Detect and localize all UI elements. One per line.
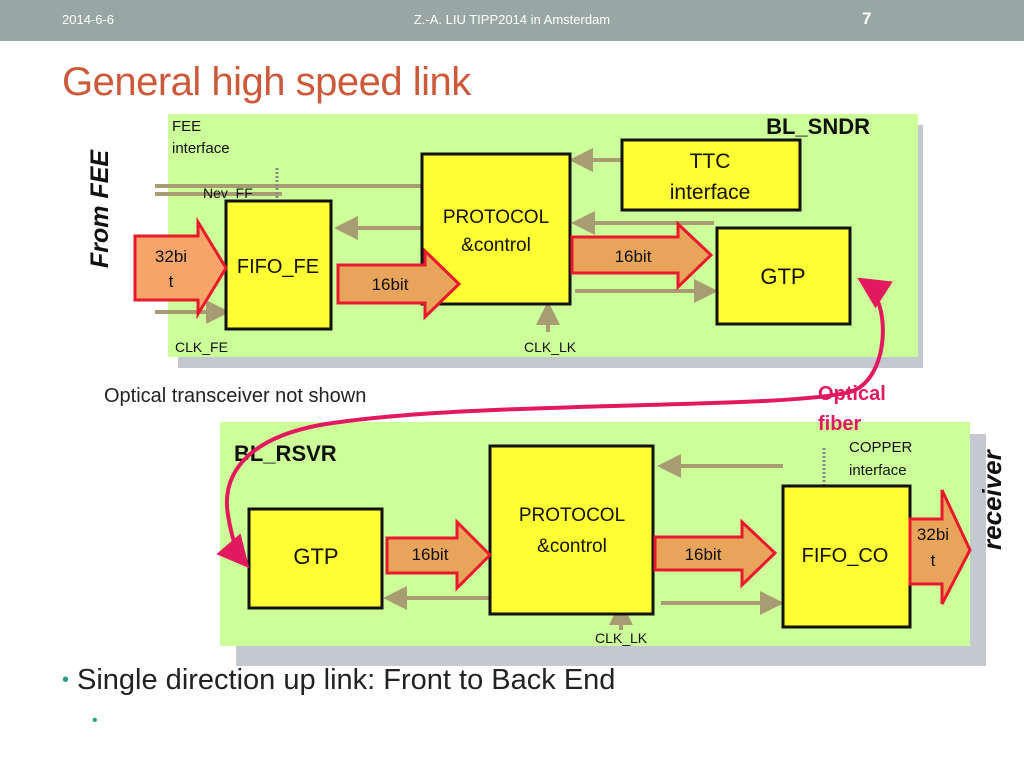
sender-protocol-line2: &control <box>461 235 531 256</box>
sender-name: BL_SNDR <box>766 114 870 139</box>
fifo-co-label: FIFO_CO <box>802 545 889 567</box>
clk-fe-label: CLK_FE <box>175 339 228 355</box>
ttc-interface-line2: interface <box>670 181 751 204</box>
protocol-to-gtp-label: 16bit <box>615 247 652 266</box>
bullet-dot-icon: • <box>62 669 70 691</box>
slide-title: General high speed link <box>62 60 471 104</box>
fee-interface-line1: FEE <box>172 118 201 135</box>
receiver-clk-lk-label: CLK_LK <box>595 630 648 646</box>
fifo-fe-label: FIFO_FE <box>237 256 319 278</box>
receiver-protocol-line1: PROTOCOL <box>519 505 625 526</box>
output-bits-line2: t <box>931 551 936 570</box>
optical-fiber-line1: Optical <box>818 383 886 405</box>
bullet-text: Single direction up link: Front to Back … <box>77 664 616 696</box>
output-bits-line1: 32bi <box>917 525 949 544</box>
input-bits-line2: t <box>169 272 174 291</box>
receiver-protocol-line2: &control <box>537 536 607 557</box>
ttc-interface-line1: TTC <box>690 150 731 173</box>
input-32bit-arrow <box>133 216 228 320</box>
sender-gtp-label: GTP <box>760 264 805 289</box>
fee-interface-line2: interface <box>172 140 230 157</box>
optical-fiber-line <box>216 277 893 569</box>
sender-protocol-line1: PROTOCOL <box>443 207 549 228</box>
ttc-interface-block <box>620 138 802 212</box>
output-32bit-arrow <box>908 489 972 605</box>
optical-fiber-line2: fiber <box>818 413 862 435</box>
gtp-to-protocol-label: 16bit <box>412 545 449 564</box>
empty-subbullet-icon: • <box>92 712 98 729</box>
sender-clk-lk-label: CLK_LK <box>524 339 577 355</box>
slide-header: 2014-6-6 Z.-A. LIU TIPP2014 in Amsterdam… <box>0 0 1024 41</box>
transceiver-note: Optical transceiver not shown <box>104 385 367 407</box>
fifo-to-protocol-label: 16bit <box>372 275 409 294</box>
header-date: 2014-6-6 <box>62 12 115 27</box>
header-page-number: 7 <box>862 9 872 28</box>
bullet-item: • Single direction up link: Front to Back… <box>62 664 615 697</box>
receiver-protocol-block <box>488 444 655 616</box>
copper-interface-line2: interface <box>849 462 907 479</box>
protocol-to-fifo-label: 16bit <box>685 545 722 564</box>
nev-ff-label: Nev_FF <box>203 185 253 201</box>
receiver-side-label: receiver <box>977 448 1007 550</box>
from-fee-label: From FEE <box>86 149 114 268</box>
header-center-text: Z.-A. LIU TIPP2014 in Amsterdam <box>413 12 611 27</box>
receiver-gtp-label: GTP <box>293 544 338 569</box>
input-bits-line1: 32bi <box>155 247 187 266</box>
copper-interface-line1: COPPER <box>849 439 913 456</box>
protocol-to-gtp-arrow <box>570 220 714 291</box>
